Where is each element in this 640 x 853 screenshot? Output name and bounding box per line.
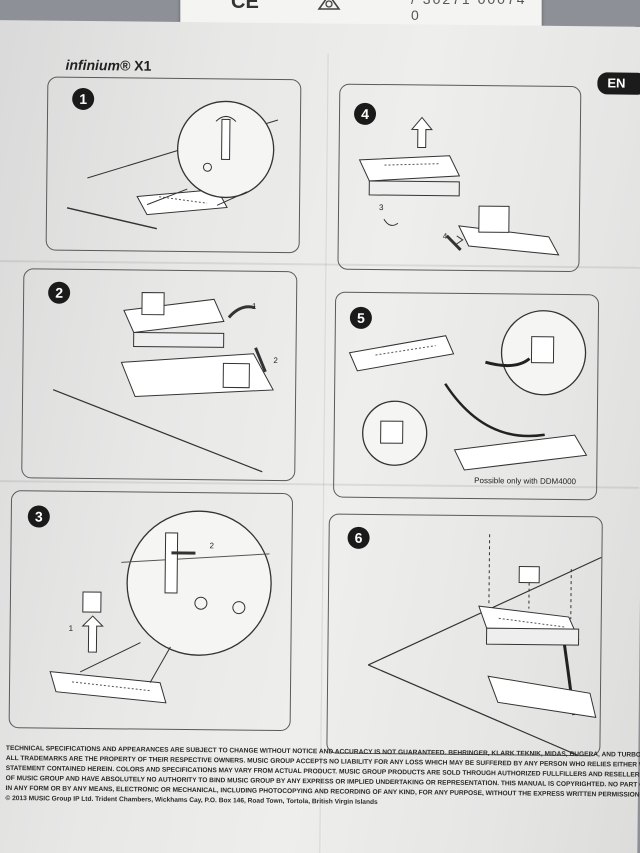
compatibility-note: Possible only with DDM4000 [474,476,577,487]
barcode-number: / 30271 00074 0 [411,0,525,23]
brand-name: infinium [65,56,121,74]
step-3-panel: 3 1 2 [8,490,294,732]
step-6-panel: 6 [326,513,603,757]
step-5-panel: 5 Possible only with DDM4000 [333,291,600,501]
instruction-sheet: infinium® X1 EN 1 4 [0,20,640,853]
recycling-icon [317,0,341,10]
step-6-illustration [368,534,602,756]
step-5-illustration [348,310,588,471]
step-2-panel: 2 1 2 [21,268,298,482]
callout-number: 1 [251,301,257,311]
callout-number: 3 [379,203,384,213]
step-4-panel: 4 3 4 [337,83,582,273]
step-4-illustration [358,116,560,256]
registered-mark: ® [119,57,131,74]
callout-number: 1 [68,623,74,633]
step-1-illustration [66,100,279,230]
callout-number: 2 [209,541,215,551]
model-name: X1 [134,57,152,74]
callout-number: 4 [442,231,448,241]
step-1-panel: 1 [45,76,302,254]
callout-number: 2 [273,355,278,365]
step-2-illustration [52,292,274,473]
brand-title: infinium® X1 [65,57,151,74]
legal-disclaimer: TECHNICAL SPECIFICATIONS AND APPEARANCES… [5,744,640,811]
step-3-illustration [49,510,272,704]
ce-mark: CE [231,0,259,13]
language-badge: EN [597,72,640,95]
